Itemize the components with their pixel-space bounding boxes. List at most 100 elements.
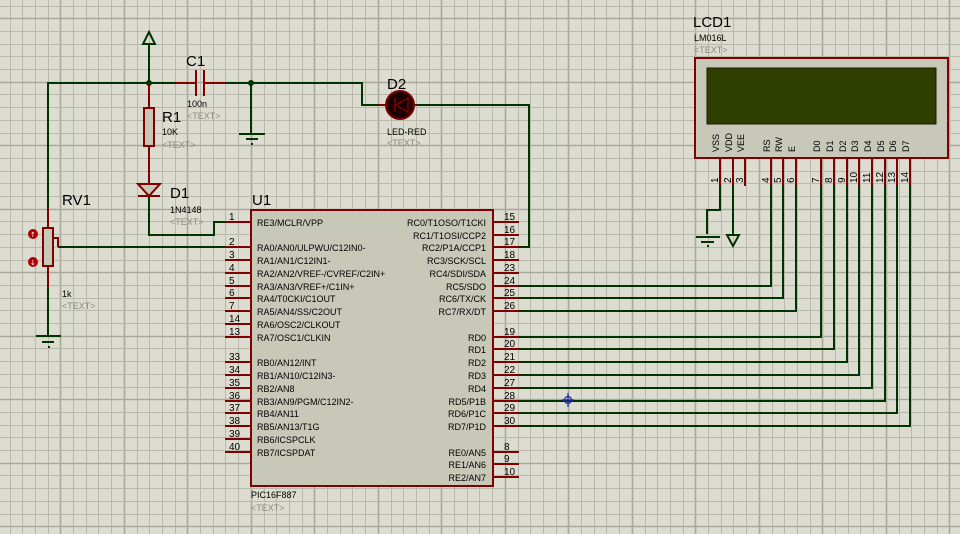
bus-wire[interactable] [519,186,886,402]
pin-number: 30 [504,416,516,427]
potentiometer-rv1[interactable]: ↑ ↓ RV1 1k <TEXT> [28,192,96,311]
lcd-pin[interactable]: D18 [824,140,835,186]
pin-name: RB4/AN11 [257,409,299,419]
bus-wire[interactable] [519,186,898,414]
lcd-lm016l[interactable]: LCD1 LM016L <TEXT> VSS1VDD2VEE3RS4RW5E6D… [693,14,949,186]
crosshair-cursor [562,393,574,407]
junction-dot [248,80,254,86]
led-d2[interactable]: D2 LED-RED <TEXT> [378,76,427,148]
pin-number: 40 [229,442,241,453]
diode-d1[interactable]: D1 1N4148 <TEXT> [135,170,204,227]
pin-name: D5 [876,140,886,152]
bus-wire[interactable] [519,186,911,427]
pin-number: 4 [761,177,772,183]
pin-name: RC0/T1OSO/T1CKI [407,218,486,228]
bus-wire[interactable] [519,186,873,389]
d1-value: 1N4148 [170,205,202,215]
bus-wire[interactable] [519,186,835,350]
r1-ref: R1 [162,109,181,126]
lcd-pin[interactable]: RW5 [773,137,784,186]
pin-number: 24 [504,276,516,287]
lcd-pin[interactable]: E6 [786,146,797,186]
pin-name: RD7/P1D [448,422,487,432]
d2-ref: D2 [387,76,406,93]
capacitor-c1[interactable]: C1 100n <TEXT> [176,53,226,121]
power-arrow-icon [141,29,157,45]
lcd-pin[interactable]: D07 [811,140,822,186]
bus-wire[interactable] [519,186,860,376]
power-terminal[interactable] [141,29,157,83]
bus-wire[interactable] [519,186,797,312]
pin-number: 4 [229,263,235,274]
u1-right-pins: 15RC0/T1OSO/T1CKI16RC1/T1OSI/CCP217RC2/P… [407,212,519,483]
pin-number: 2 [229,237,235,248]
lcd-pin[interactable]: RS4 [761,139,772,186]
bus-wire[interactable] [519,186,822,338]
pin-name: RD6/P1C [448,409,487,419]
rv1-ref: RV1 [62,192,91,209]
bus-wire[interactable] [519,186,784,299]
data-bus-wires[interactable] [519,186,911,427]
bus-wire[interactable] [519,186,848,363]
pin-name: RB7/ICSPDAT [257,448,316,458]
bus-wire[interactable] [519,186,772,287]
decrease-button[interactable] [28,257,38,267]
increase-button[interactable] [28,229,38,239]
resistor-r1[interactable]: R1 10K <TEXT> [143,83,196,178]
lcd-pin[interactable]: D29 [837,140,848,186]
pin-name: D7 [901,140,911,152]
d1-text: <TEXT> [170,217,204,227]
pin-name: RE2/AN7 [448,473,486,483]
d2-text: <TEXT> [387,138,421,148]
pin-name: RW [774,137,784,152]
pin-name: RA0/AN0/ULPWU/C12IN0- [257,243,366,253]
lcd-power-wires[interactable] [706,186,734,234]
